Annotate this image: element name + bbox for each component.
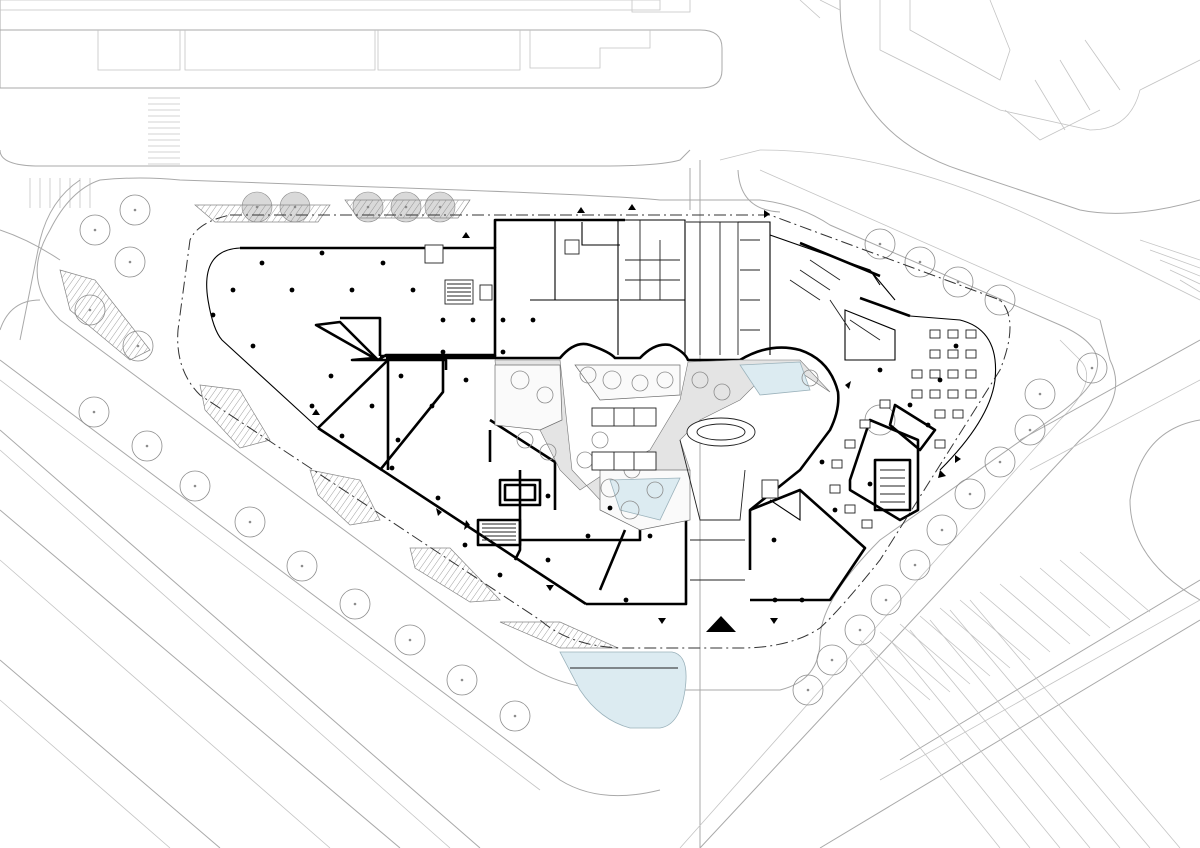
street-trees xyxy=(59,191,1108,732)
cafe-seating xyxy=(789,259,977,529)
reflecting-pond xyxy=(559,651,687,729)
building-footprint xyxy=(206,218,997,606)
structural-columns xyxy=(210,250,959,603)
site-boundary-dashed-line xyxy=(177,214,1011,649)
entrance-arrows xyxy=(312,204,961,632)
central-atrium-courtyard xyxy=(494,359,831,581)
